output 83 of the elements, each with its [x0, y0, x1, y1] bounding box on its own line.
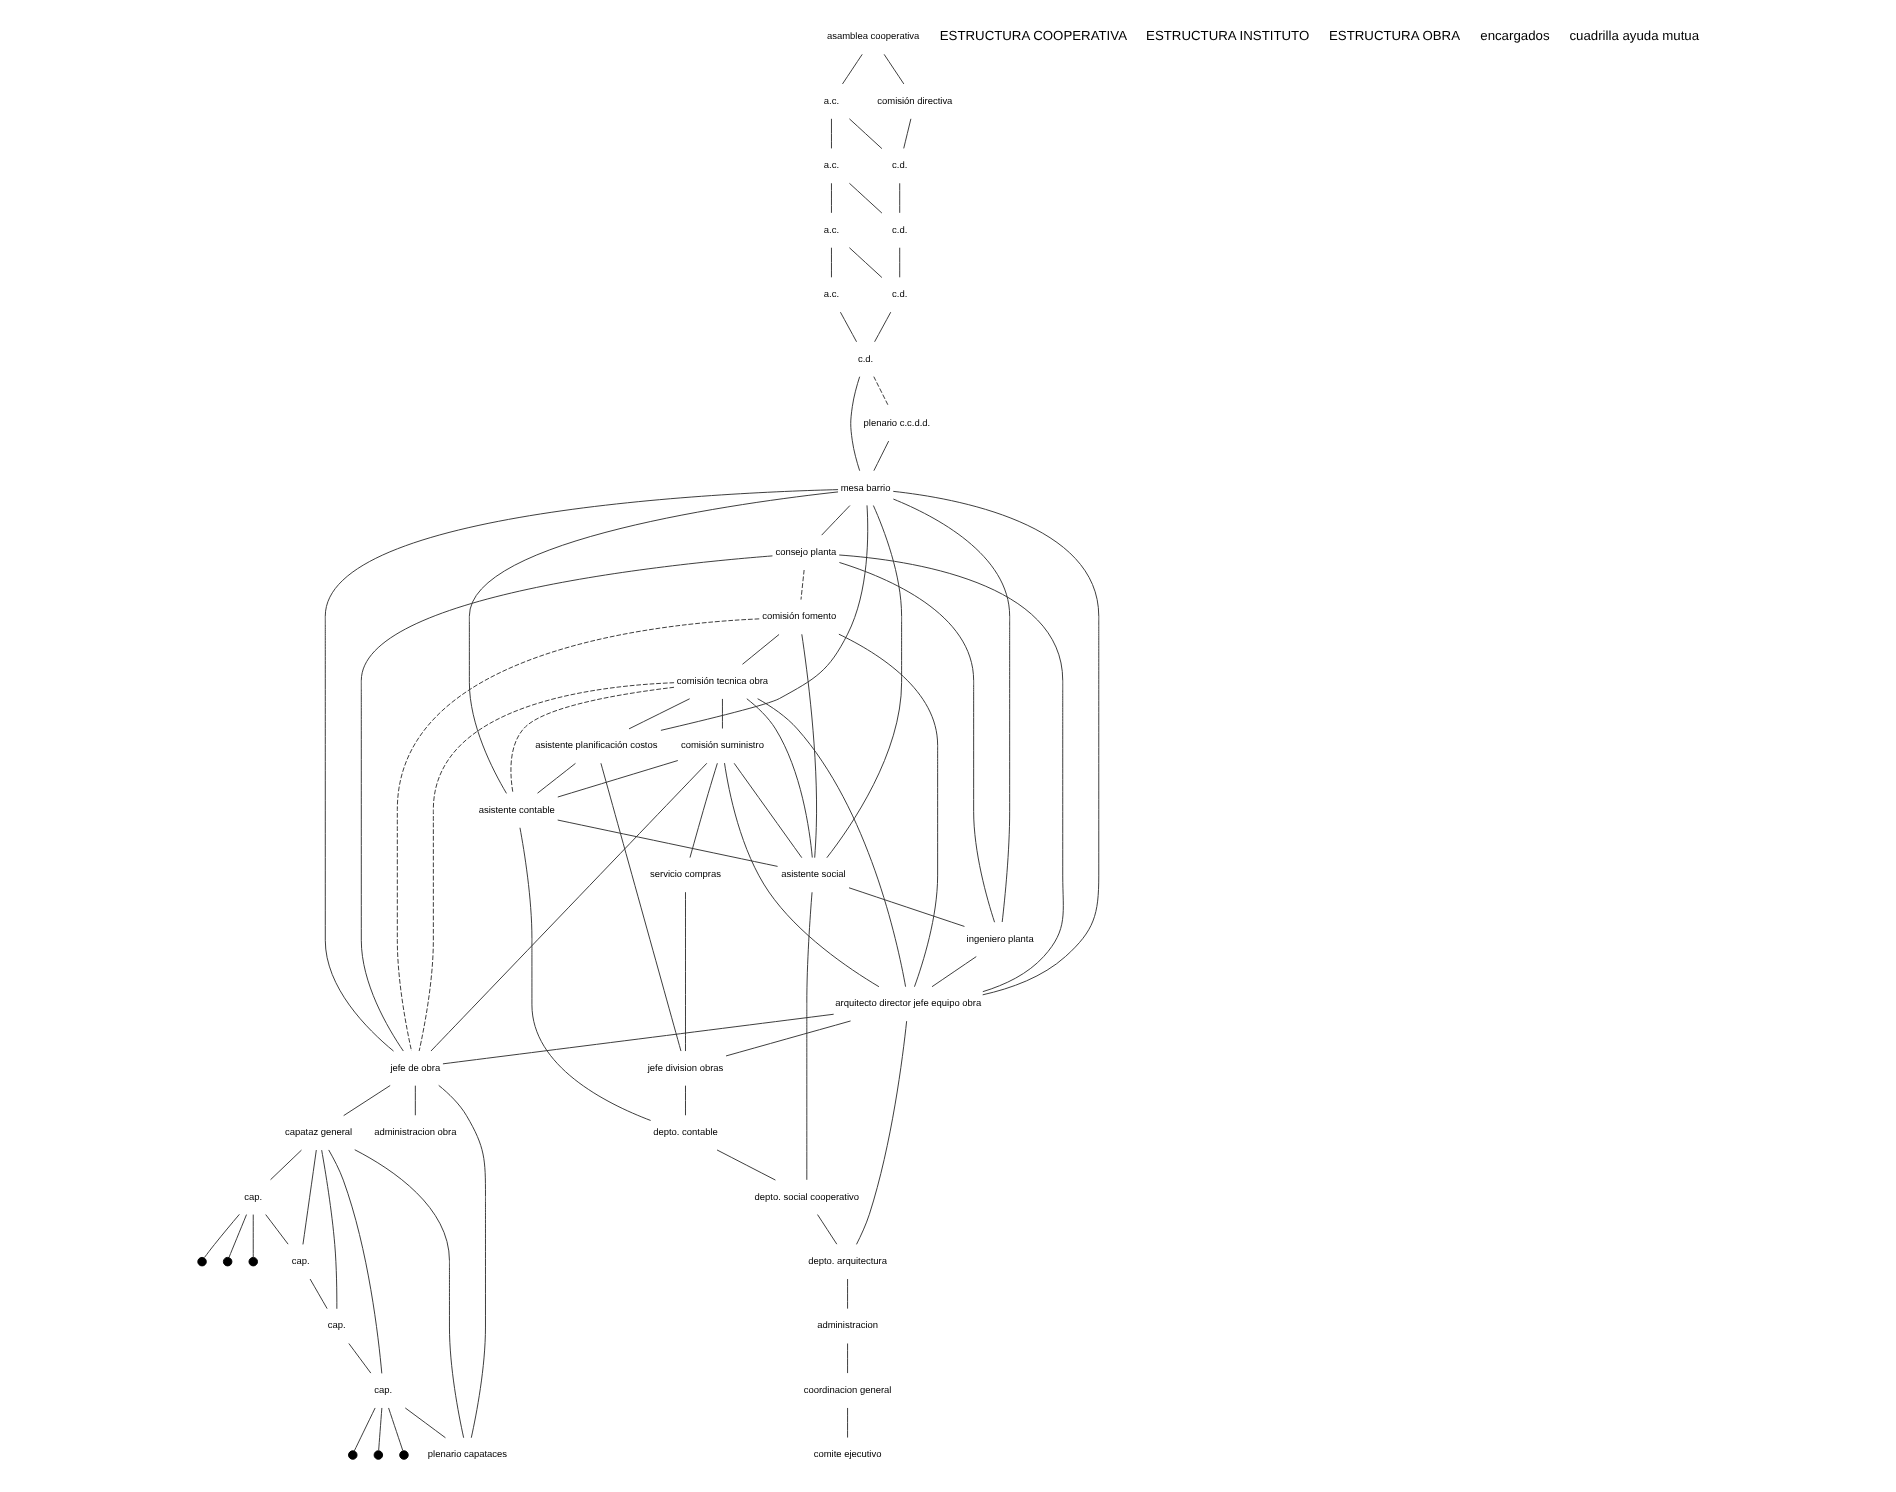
connector: [659, 504, 868, 731]
connector: [377, 1407, 382, 1451]
connector: [898, 247, 900, 278]
connector: [720, 698, 722, 729]
connector: [805, 891, 812, 1181]
connector: [227, 1214, 246, 1258]
connector: [467, 491, 838, 794]
connector: [359, 555, 772, 1052]
connector: [837, 554, 1063, 993]
connector: [847, 887, 964, 927]
connector: [320, 1149, 337, 1310]
connector: [838, 311, 857, 343]
connector: [882, 53, 904, 85]
connector: [684, 1085, 685, 1116]
connector: [323, 489, 838, 1052]
connector: [536, 762, 575, 794]
connector: [684, 891, 685, 1052]
connector: [846, 1343, 848, 1374]
connector: [799, 569, 804, 601]
connector: [417, 682, 674, 1052]
connector: [872, 440, 889, 472]
connector: [732, 762, 802, 859]
connector: [872, 376, 889, 407]
node-circle: [196, 1256, 206, 1267]
connector: [849, 376, 860, 472]
connector: [902, 118, 911, 149]
connector: [308, 1278, 327, 1310]
connector: [891, 498, 1010, 923]
connector: [688, 762, 717, 859]
connector: [873, 311, 891, 343]
connector: [855, 1020, 907, 1245]
connector: [437, 1084, 485, 1439]
node-circle: [398, 1450, 408, 1460]
connector: [715, 1149, 775, 1181]
connector: [203, 1213, 239, 1258]
connector: [599, 762, 681, 1052]
connector: [353, 1149, 464, 1439]
node-circle: [372, 1450, 383, 1460]
connector: [816, 1214, 837, 1245]
connector: [403, 1407, 445, 1439]
connector: [627, 698, 690, 730]
connector: [395, 618, 759, 1052]
connector: [800, 633, 817, 859]
connector: [387, 1407, 403, 1451]
connector: [847, 247, 882, 278]
connector: [847, 182, 882, 214]
connector: [841, 53, 862, 85]
connector: [756, 698, 906, 988]
connector: [825, 505, 902, 859]
connector: [830, 118, 831, 149]
node-circle: [221, 1256, 232, 1267]
connector: [518, 827, 651, 1121]
connector: [413, 1085, 415, 1116]
connector: [556, 760, 678, 798]
connector: [891, 490, 1099, 996]
connector: [556, 819, 778, 867]
connector: [301, 1149, 316, 1245]
connector: [820, 505, 850, 536]
node-circle: [347, 1450, 357, 1460]
connector: [846, 1278, 848, 1310]
connector: [347, 1343, 371, 1374]
connector: [327, 1149, 382, 1374]
connector: [724, 1020, 851, 1057]
connector: [741, 634, 779, 665]
connector: [352, 1407, 375, 1452]
connector: [837, 562, 995, 923]
connector: [429, 762, 707, 1052]
connector: [745, 698, 812, 858]
connector: [846, 1407, 848, 1438]
connector: [930, 956, 976, 988]
connector: [723, 762, 879, 988]
connector: [342, 1085, 390, 1117]
connector: [847, 118, 882, 150]
connector: [509, 686, 674, 794]
connector: [269, 1149, 301, 1181]
connector: [898, 182, 900, 214]
connector: [837, 633, 938, 988]
connector: [441, 1013, 834, 1065]
connector: [830, 247, 831, 278]
connector: [264, 1214, 288, 1245]
connector: [251, 1214, 253, 1258]
connector: [830, 182, 831, 214]
node-circle: [247, 1256, 257, 1267]
